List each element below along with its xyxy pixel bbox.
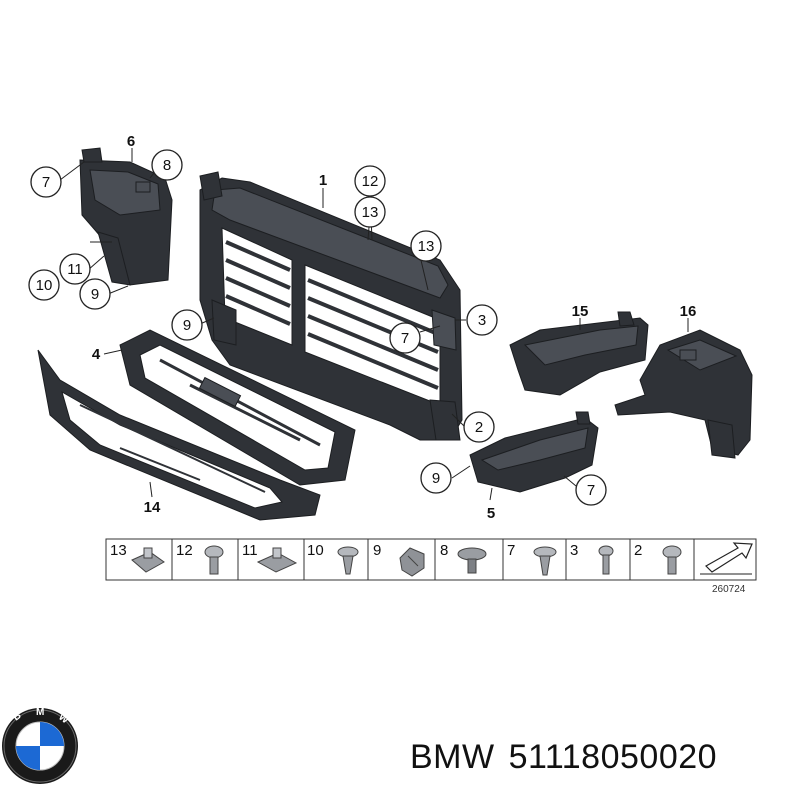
brand-part-number: BMW 51118050020 — [410, 738, 790, 788]
callout-9-left: 9 — [79, 278, 111, 310]
part-14-bumper-grille — [37, 349, 321, 521]
svg-text:8: 8 — [163, 157, 171, 174]
direction-arrow-icon — [700, 542, 753, 575]
legend-label-3: 3 — [570, 542, 578, 559]
flange-screw-icon — [337, 546, 359, 575]
part-4-lower-air-duct — [119, 329, 356, 486]
svg-text:9: 9 — [432, 470, 440, 487]
callout-9-lower: 9 — [420, 462, 452, 494]
callout-12: 12 — [354, 165, 386, 197]
callout-3: 3 — [466, 304, 498, 336]
part-5-lower-side-duct — [469, 411, 599, 493]
svg-text:7: 7 — [401, 330, 409, 347]
legend-label-7: 7 — [507, 542, 515, 559]
screw-icon — [204, 545, 224, 575]
legend-label-8: 8 — [440, 542, 448, 559]
flange-screw-icon — [533, 546, 557, 576]
svg-text:12: 12 — [362, 173, 379, 190]
svg-text:13: 13 — [418, 238, 435, 255]
callout-1: 1 — [319, 172, 327, 189]
screw-icon — [662, 545, 682, 575]
part-number: 51118050020 — [508, 738, 718, 776]
callouts: 7 8 10 11 9 12 13 13 — [28, 133, 697, 522]
callout-14: 14 — [144, 499, 161, 516]
svg-text:M: M — [36, 707, 44, 718]
svg-text:13: 13 — [362, 204, 379, 221]
callout-5: 5 — [487, 505, 495, 522]
legend-label-10: 10 — [307, 542, 324, 559]
legend-label-13: 13 — [110, 542, 127, 559]
clip-nut-icon — [256, 547, 298, 573]
svg-text:10: 10 — [36, 277, 53, 294]
part-1-front-frame — [199, 171, 463, 441]
expanding-clip-icon — [399, 547, 425, 577]
part-16-side-duct — [614, 329, 753, 459]
svg-text:2: 2 — [475, 419, 483, 436]
fastener-legend: 13 12 11 10 9 8 — [105, 538, 757, 581]
svg-text:9: 9 — [91, 286, 99, 303]
callout-6: 6 — [127, 133, 135, 150]
callout-9-frame: 9 — [171, 309, 203, 341]
legend-label-11: 11 — [242, 542, 258, 559]
screw-icon — [598, 545, 614, 575]
callout-16: 16 — [680, 303, 697, 320]
part-6-air-duct — [79, 147, 173, 286]
svg-text:3: 3 — [478, 312, 486, 329]
callout-2: 2 — [463, 411, 495, 443]
part-15-side-duct — [509, 311, 649, 396]
callout-8: 8 — [151, 149, 183, 181]
svg-text:7: 7 — [42, 174, 50, 191]
callout-7-frame: 7 — [389, 322, 421, 354]
callout-7-top-left: 7 — [30, 166, 62, 198]
svg-text:9: 9 — [183, 317, 191, 334]
svg-text:7: 7 — [587, 482, 595, 499]
callout-7-lower: 7 — [575, 474, 607, 506]
callout-11: 11 — [59, 253, 91, 285]
legend-label-9: 9 — [373, 542, 381, 559]
svg-text:11: 11 — [67, 261, 83, 278]
legend-label-2: 2 — [634, 542, 642, 559]
callout-4: 4 — [92, 346, 101, 363]
diagram-code: 260724 — [712, 584, 746, 595]
callout-10: 10 — [28, 269, 60, 301]
clip-nut-icon — [131, 547, 165, 573]
callout-13-right: 13 — [410, 230, 442, 262]
callout-15: 15 — [572, 303, 589, 320]
brand-name: BMW — [410, 738, 495, 776]
push-rivet-icon — [457, 547, 487, 574]
legend-label-12: 12 — [176, 542, 193, 559]
bmw-logo-icon: B M W — [2, 707, 78, 784]
callout-13-upper: 13 — [354, 196, 386, 228]
